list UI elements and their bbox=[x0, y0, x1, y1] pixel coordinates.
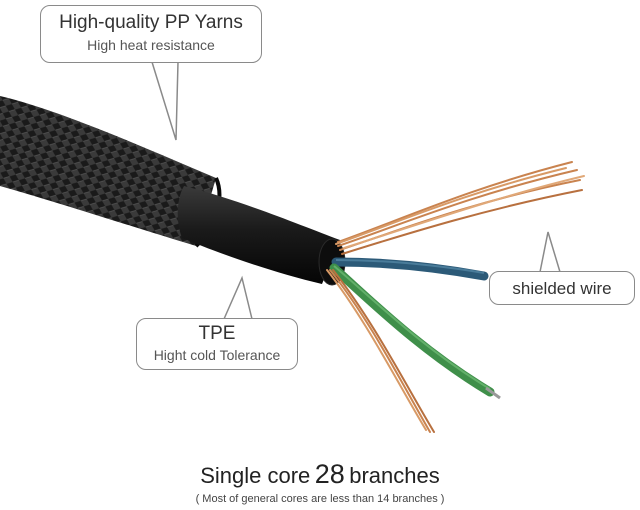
tpe-title: TPE bbox=[198, 323, 236, 344]
blue-wire bbox=[331, 257, 489, 281]
shielded-wire-callout: shielded wire bbox=[489, 271, 635, 305]
shield-callout-pointer bbox=[539, 231, 561, 273]
caption-suffix: branches bbox=[349, 463, 440, 488]
caption-number: 28 bbox=[314, 459, 345, 489]
tpe-callout-pointer bbox=[223, 275, 253, 320]
caption-prefix: Single core bbox=[200, 463, 311, 488]
tpe-subtitle: Hight cold Tolerance bbox=[153, 347, 281, 363]
tpe-callout: TPE Hight cold Tolerance bbox=[136, 318, 298, 370]
pp-yarn-callout: High-quality PP Yarns High heat resistan… bbox=[40, 5, 262, 63]
caption-note: ( Most of general cores are less than 14… bbox=[195, 493, 445, 505]
pp-yarn-subtitle: High heat resistance bbox=[87, 37, 215, 53]
yarn-callout-pointer bbox=[151, 61, 179, 141]
tpe-jacket bbox=[177, 186, 340, 284]
braided-sleeve bbox=[0, 96, 216, 246]
copper-strand-lower bbox=[326, 269, 435, 433]
copper-strand-bundle bbox=[335, 161, 585, 255]
green-wire bbox=[329, 263, 495, 397]
shielded-wire-title: shielded wire bbox=[512, 279, 612, 298]
pp-yarn-title: High-quality PP Yarns bbox=[59, 12, 243, 33]
core-caption: Single core 28 branches bbox=[0, 459, 640, 490]
